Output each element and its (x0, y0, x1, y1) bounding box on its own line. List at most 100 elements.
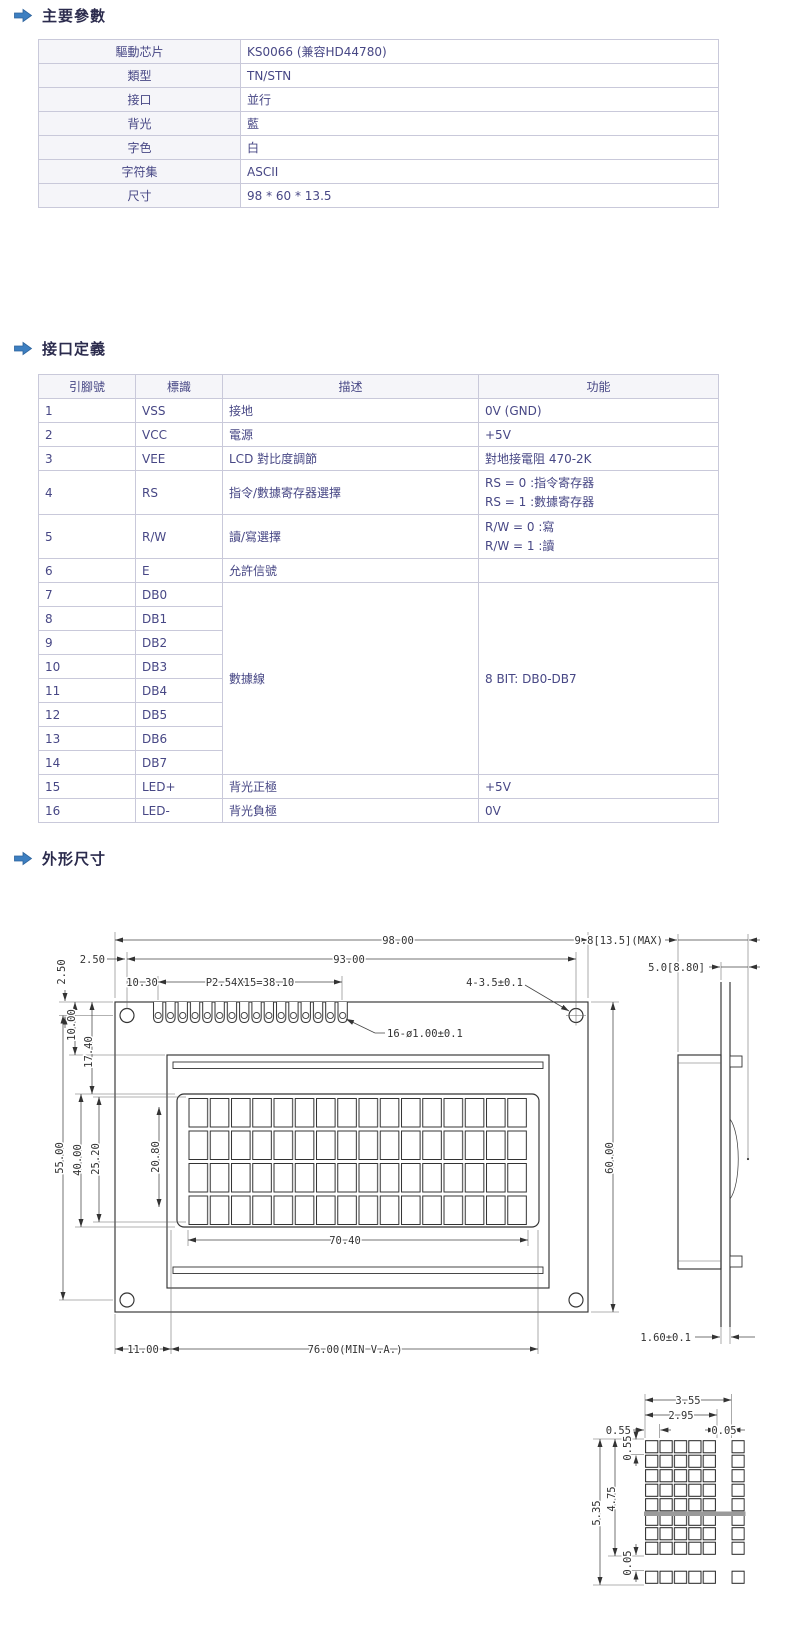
dim-40-00: 40.00 (72, 1144, 84, 1176)
pin-table-header-row: 引腳號 標識 描述 功能 (38, 374, 719, 399)
param-value: 藍 (240, 111, 719, 136)
pin-number: 7 (38, 582, 136, 607)
pin-func-line: R/W = 0 :寫 (485, 519, 555, 534)
dim-view-area: 76.00(MIN V.A.) (308, 1344, 403, 1356)
pin-number: 5 (38, 514, 136, 559)
pin-desc: LCD 對比度調節 (222, 446, 479, 471)
pin-label: E (135, 558, 223, 583)
backlight-spring (729, 1118, 739, 1200)
gray-row-band (644, 1511, 746, 1516)
dim-98: 98.00 (382, 935, 414, 947)
adjacent-column (731, 1440, 745, 1556)
param-value: KS0066 (兼容HD44780) (240, 39, 719, 64)
arrow-right-icon (14, 341, 33, 356)
pin-number: 16 (38, 798, 136, 823)
params-row: 接口並行 (38, 87, 719, 112)
pin-label: LED- (135, 798, 223, 823)
pin-desc: 讀/寫選擇 (222, 514, 479, 559)
pin-number: 12 (38, 702, 136, 727)
dim-5-0: 5.0[8.80] (648, 962, 705, 974)
bezel-slot-bottom (172, 1266, 544, 1274)
dim-20-80: 20.80 (150, 1141, 162, 1173)
params-row: 字色白 (38, 135, 719, 160)
pin-desc-merged: 數據線 (222, 582, 479, 775)
param-label: 類型 (38, 63, 241, 88)
pin-number: 1 (38, 398, 136, 423)
col-header-label: 標識 (135, 374, 223, 399)
param-value: 白 (240, 135, 719, 160)
side-view (677, 982, 750, 1327)
section-header-dims: 外形尺寸 (13, 848, 800, 869)
param-label: 字符集 (38, 159, 241, 184)
dim-4-75: 4.75 (606, 1486, 618, 1511)
pin-desc: 允許信號 (222, 558, 479, 583)
dot-matrix-5x8 (645, 1440, 717, 1556)
pin-label: DB2 (135, 630, 223, 655)
pin-number: 9 (38, 630, 136, 655)
param-label: 尺寸 (38, 183, 241, 208)
dim-2-95: 2.95 (668, 1410, 693, 1422)
dim-55-00: 55.00 (55, 1142, 66, 1174)
param-value: 98 * 60 * 13.5 (240, 183, 719, 208)
pin-func: 0V (GND) (478, 398, 719, 423)
bezel-tab (729, 1255, 743, 1268)
param-value: ASCII (240, 159, 719, 184)
dim-0-55-left: 0.55 (622, 1435, 634, 1460)
dim-60-00: 60.00 (604, 1142, 616, 1174)
bezel-outline (166, 1054, 550, 1289)
lcd-block (677, 1054, 722, 1270)
pin-desc: 指令/數據寄存器選擇 (222, 470, 479, 515)
pin-number: 8 (38, 606, 136, 631)
dim-93: 93.00 (333, 954, 365, 966)
param-label: 背光 (38, 111, 241, 136)
pin-label: R/W (135, 514, 223, 559)
pin-func-line: RS = 1 :數據寄存器 (485, 494, 595, 509)
dim-2-50-v: 2.50 (56, 959, 68, 984)
front-dimensions: 98.00 93.00 2.50 10.30 P2.54X15=38.10 4-… (55, 932, 619, 1358)
pin-number: 3 (38, 446, 136, 471)
mounting-hole (119, 1292, 135, 1308)
col-header-pin: 引腳號 (38, 374, 136, 399)
pin-number: 4 (38, 470, 136, 515)
pin-number: 15 (38, 774, 136, 799)
section-title-params: 主要參數 (42, 7, 107, 25)
pin-number: 10 (38, 654, 136, 679)
col-header-func: 功能 (478, 374, 719, 399)
character-grid-16x4 (188, 1097, 528, 1227)
pin-label: DB7 (135, 750, 223, 775)
dot-matrix-detail (644, 1440, 746, 1585)
pin-label: DB5 (135, 702, 223, 727)
dim-0-05-left: 0.05 (622, 1550, 634, 1575)
pin-desc: 接地 (222, 398, 479, 423)
pin-label: VCC (135, 422, 223, 447)
dim-0-55-top: 0.55 (606, 1425, 631, 1437)
pin-desc: 背光正極 (222, 774, 479, 799)
dim-70-40: 70.40 (329, 1235, 361, 1247)
params-row: 背光藍 (38, 111, 719, 136)
arrow-right-icon (14, 8, 33, 23)
outline-dimension-drawing: 98.00 93.00 2.50 10.30 P2.54X15=38.10 4-… (55, 932, 760, 1586)
pin-number: 14 (38, 750, 136, 775)
dim-17-40: 17.40 (83, 1036, 95, 1068)
dim-3-55: 3.55 (675, 1395, 700, 1407)
pin-desc: 背光負極 (222, 798, 479, 823)
side-dimensions: 9.8[13.5](MAX) 5.0[8.80] 1.60±0.1 (573, 934, 760, 1346)
mounting-hole (568, 1292, 584, 1308)
dim-11-00: 11.00 (127, 1344, 159, 1356)
pin-label: LED+ (135, 774, 223, 799)
